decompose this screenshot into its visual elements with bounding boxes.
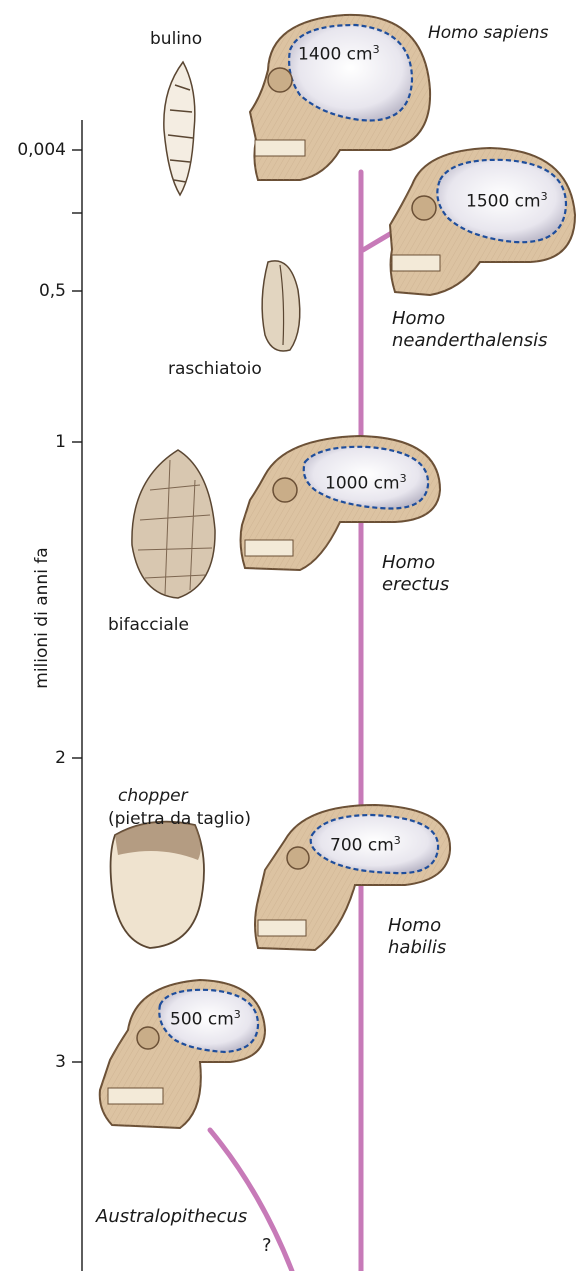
volume-value: 1400 cm bbox=[298, 45, 373, 65]
tick-label-3: 3 bbox=[6, 1052, 66, 1072]
label-homo-habilis-2: habilis bbox=[388, 937, 446, 959]
axis-title: milioni di anni fa bbox=[32, 547, 52, 688]
label-chopper-desc: (pietra da taglio) bbox=[108, 808, 251, 830]
volume-value: 500 cm bbox=[170, 1010, 234, 1030]
timeline-axis bbox=[72, 120, 82, 1271]
label-homo-neanderthalensis-1: Homo bbox=[392, 308, 445, 330]
label-chopper: chopper bbox=[118, 785, 188, 807]
volume-value: 1000 cm bbox=[325, 474, 400, 494]
australopithecus-skull bbox=[100, 980, 265, 1128]
label-homo-sapiens: Homo sapiens bbox=[428, 22, 548, 44]
volume-unit-exp: 3 bbox=[541, 190, 548, 203]
tick-label-05: 0,5 bbox=[6, 281, 66, 301]
volume-homo-erectus: 1000 cm3 bbox=[325, 468, 407, 495]
label-homo-habilis-1: Homo bbox=[388, 915, 441, 937]
volume-unit-exp: 3 bbox=[394, 834, 401, 847]
label-homo-neanderthalensis-2: neanderthalensis bbox=[392, 330, 548, 352]
tick-label-1: 1 bbox=[6, 432, 66, 452]
volume-unit-exp: 3 bbox=[373, 43, 380, 56]
lineage-lines bbox=[210, 172, 400, 1271]
volume-homo-habilis: 700 cm3 bbox=[330, 830, 401, 857]
tool-chopper bbox=[111, 822, 204, 948]
volume-value: 1500 cm bbox=[466, 192, 541, 212]
volume-homo-sapiens: 1400 cm3 bbox=[298, 39, 380, 66]
label-homo-erectus-2: erectus bbox=[382, 574, 449, 596]
volume-value: 700 cm bbox=[330, 836, 394, 856]
volume-unit-exp: 3 bbox=[234, 1008, 241, 1021]
australopithecus-lineage bbox=[210, 1130, 292, 1271]
volume-australopithecus: 500 cm3 bbox=[170, 1004, 241, 1031]
tick-label-2: 2 bbox=[6, 748, 66, 768]
homo-erectus-skull bbox=[241, 436, 440, 570]
volume-unit-exp: 3 bbox=[400, 472, 407, 485]
tool-raschiatoio bbox=[262, 261, 300, 351]
volume-homo-neanderthalensis: 1500 cm3 bbox=[466, 186, 548, 213]
label-homo-erectus-1: Homo bbox=[382, 552, 435, 574]
tool-bulino bbox=[164, 62, 195, 195]
tool-bifacciale bbox=[132, 450, 215, 598]
label-raschiatoio: raschiatoio bbox=[168, 358, 262, 380]
homo-neanderthalensis-skull bbox=[390, 148, 575, 295]
tick-label-0004: 0,004 bbox=[6, 140, 66, 160]
label-bifacciale: bifacciale bbox=[108, 614, 189, 636]
label-bulino: bulino bbox=[150, 28, 202, 50]
label-question-mark: ? bbox=[262, 1235, 272, 1257]
label-australopithecus: Australopithecus bbox=[96, 1206, 247, 1228]
